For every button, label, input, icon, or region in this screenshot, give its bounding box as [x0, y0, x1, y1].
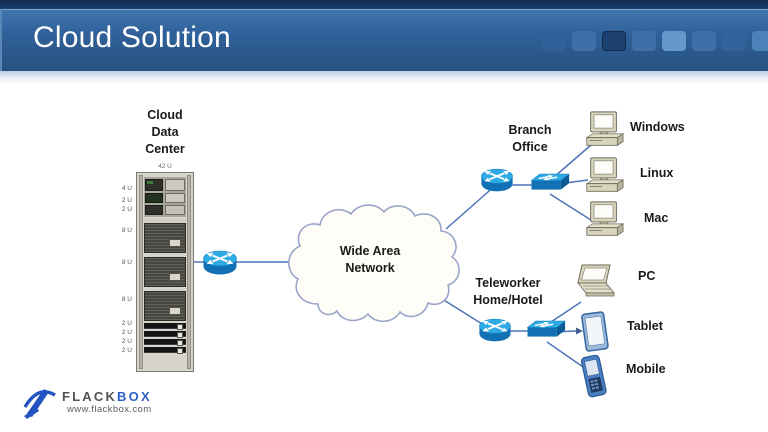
switch-icon: [526, 172, 570, 203]
wan-cloud-shape: [288, 204, 460, 323]
decor-square: [662, 31, 686, 51]
header-fade-strip: [0, 71, 768, 84]
rack-unit-label: 8 U: [121, 227, 132, 234]
wan-label: Wide Area Network: [339, 244, 401, 275]
rack-unit-label: 4 U: [121, 185, 132, 192]
decor-square: [542, 31, 566, 51]
flackbox-wordmark: FLACKBOX: [62, 389, 152, 404]
rack-server-2u: [144, 323, 186, 330]
link-switch-mobile: [546, 341, 587, 370]
rack-rail: [139, 175, 143, 369]
rack-unit-label: 8 U: [121, 259, 132, 266]
decor-square: [692, 31, 716, 51]
link-switch-pc: [547, 301, 582, 325]
tablet-link-arrow: [576, 327, 583, 335]
workstation-icon: [583, 156, 625, 203]
rack-server-2u: [144, 331, 186, 338]
endpoint-label-linux: Linux: [640, 166, 674, 180]
rack-server-2u: [144, 339, 186, 346]
decor-square: [722, 31, 746, 51]
data-center-label: Cloud Data Center: [145, 108, 185, 156]
link-switch-mac: [549, 193, 595, 223]
rack-unit-label: 2 U: [121, 338, 132, 345]
rack-unit-label: 2 U: [121, 206, 132, 213]
link-wan-branch: [445, 183, 498, 230]
rack-server-8u: [144, 291, 186, 321]
tablet-icon: [580, 310, 610, 359]
rack-unit-label: 2 U: [121, 329, 132, 336]
endpoint-label-mobile: Mobile: [626, 362, 666, 376]
rack-module-bay: [144, 177, 186, 217]
rack-server-8u: [144, 257, 186, 287]
rack-capacity-label: 42 U: [158, 163, 172, 170]
endpoint-label-pc: PC: [638, 269, 656, 283]
rack-rail: [187, 175, 191, 369]
mobile-phone-icon: [580, 354, 608, 405]
server-rack: [136, 172, 194, 372]
rack-divider: [144, 219, 186, 222]
rack-server-8u: [144, 223, 186, 253]
teleworker-label: Teleworker Home/Hotel: [473, 276, 543, 307]
endpoint-label-windows: Windows: [630, 120, 685, 134]
rack-unit-label: 2 U: [121, 320, 132, 327]
switch-icon: [522, 319, 566, 350]
rack-unit-label: 2 U: [121, 347, 132, 354]
router-icon: [478, 318, 512, 348]
rack-unit-label: 8 U: [121, 296, 132, 303]
decor-square: [752, 31, 768, 51]
router-icon: [202, 250, 238, 281]
rack-unit-label: 2 U: [121, 197, 132, 204]
rack-server-2u: [144, 347, 186, 354]
endpoint-label-mac: Mac: [644, 211, 669, 225]
branch-office-label: Branch Office: [508, 123, 552, 154]
decor-square: [602, 31, 626, 51]
flackbox-logo-icon: [22, 383, 62, 425]
router-icon: [480, 168, 514, 198]
workstation-icon: [583, 200, 625, 247]
header-decor-squares: [542, 31, 768, 51]
workstation-icon: [583, 110, 625, 157]
laptop-icon: [572, 263, 618, 308]
endpoint-label-tablet: Tablet: [627, 319, 663, 333]
decor-square: [632, 31, 656, 51]
header-top-strip: [0, 0, 768, 9]
page-title: Cloud Solution: [33, 21, 231, 54]
flackbox-url: www.flackbox.com: [67, 404, 152, 415]
decor-square: [572, 31, 596, 51]
